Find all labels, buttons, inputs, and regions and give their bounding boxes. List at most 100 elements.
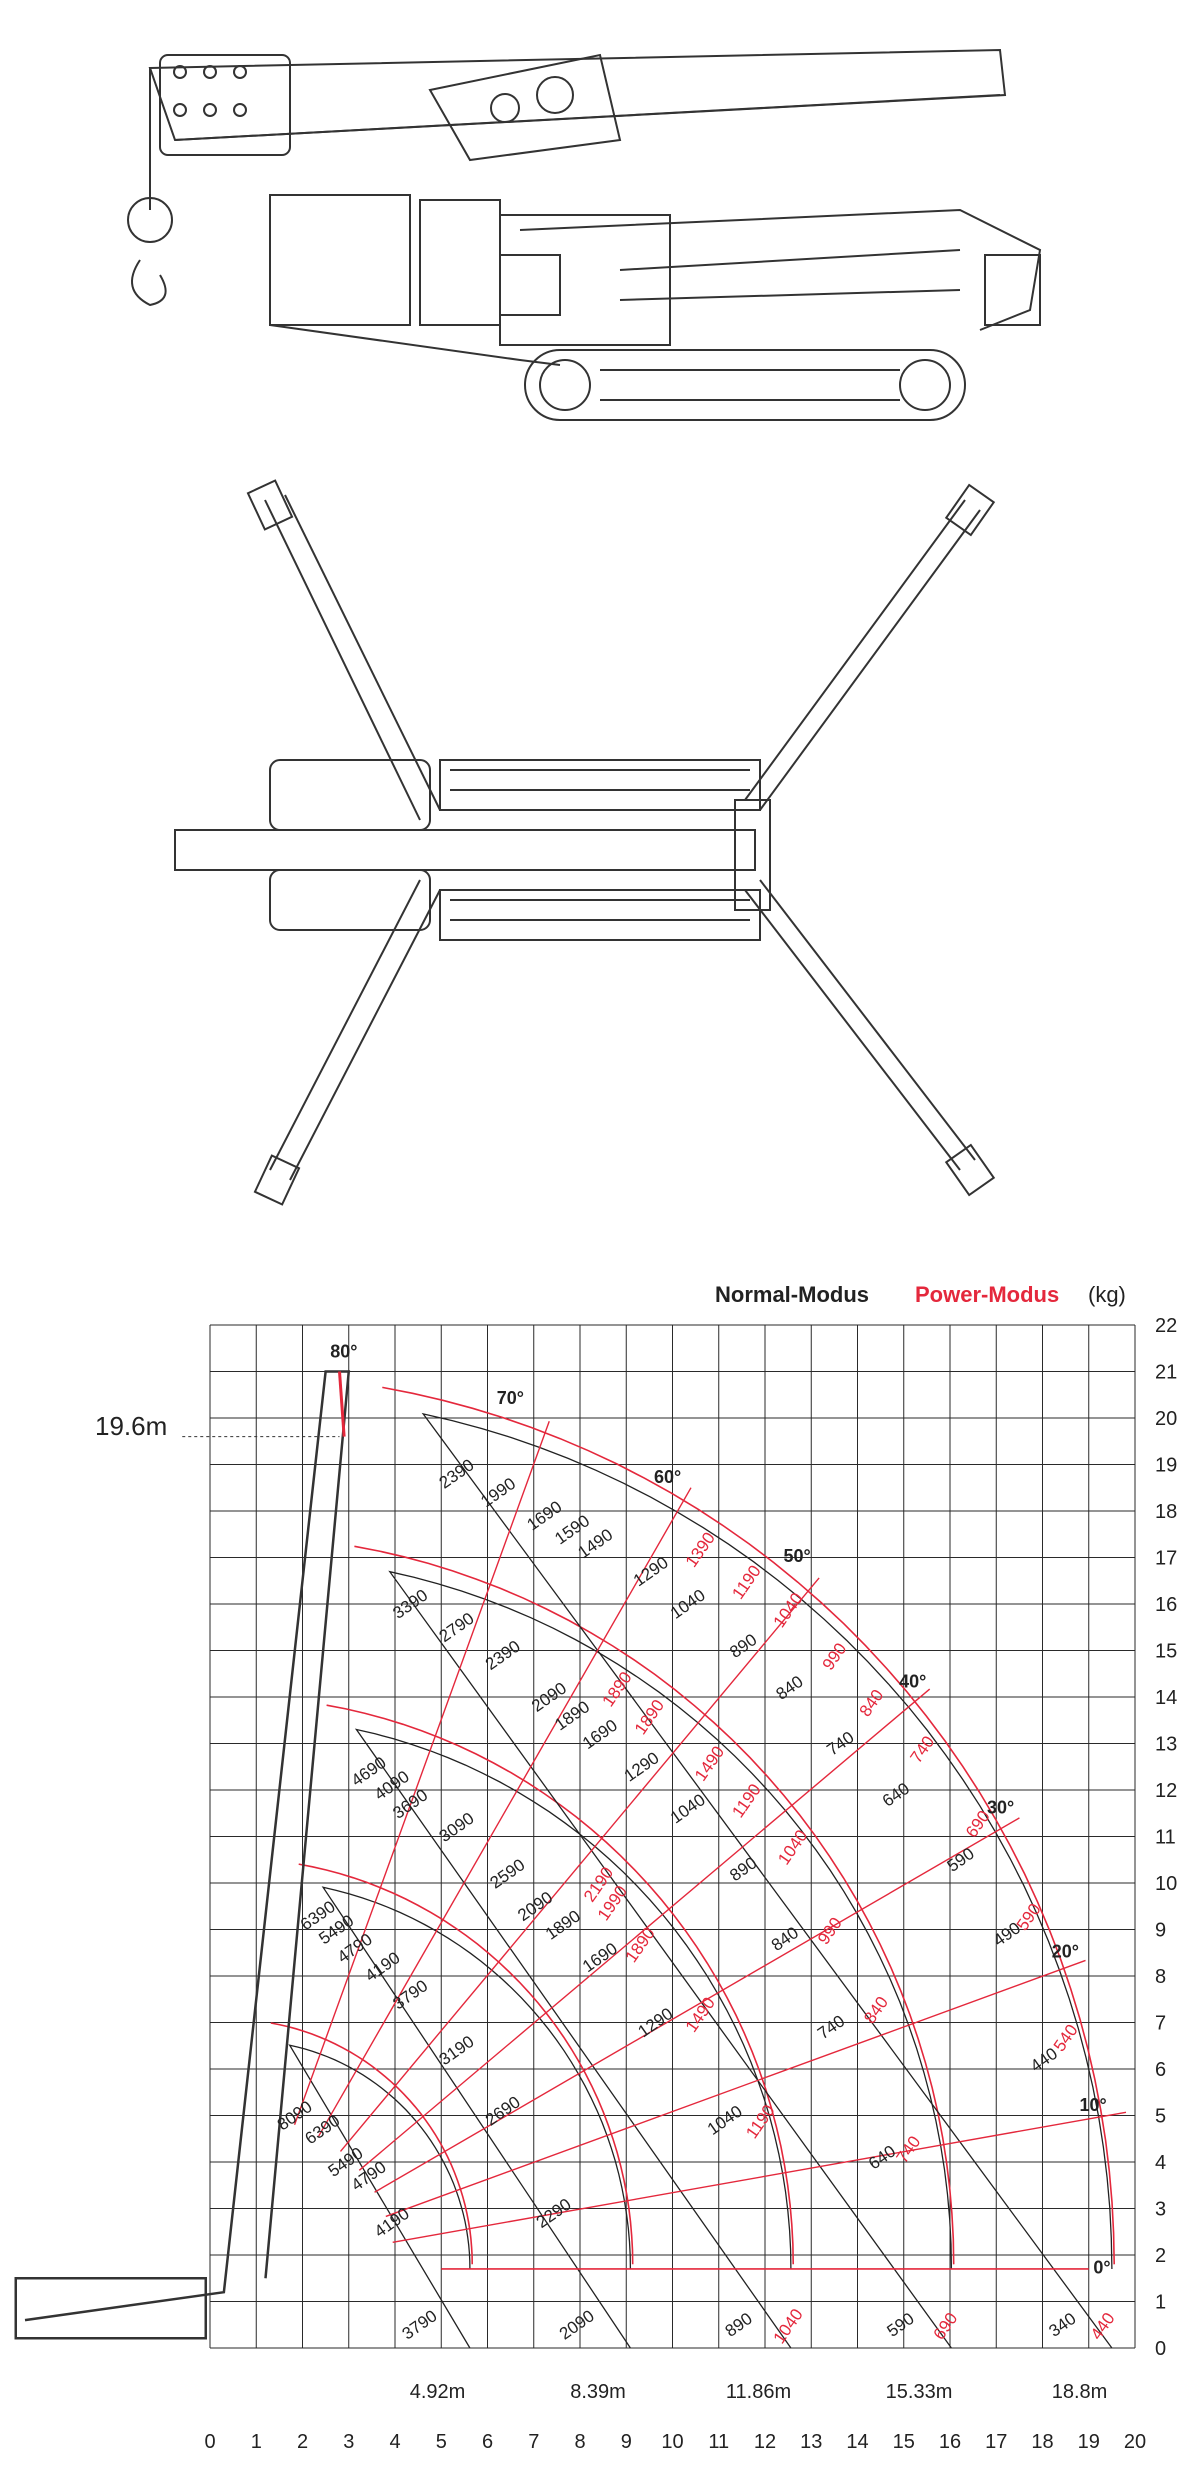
- normal-load-label: 2690: [482, 2092, 524, 2129]
- max-height-label: 19.6m: [95, 1411, 167, 1441]
- power-load-label: 1190: [742, 2101, 779, 2142]
- y-tick-label: 13: [1155, 1734, 1177, 1756]
- angle-ray: [318, 1487, 692, 2137]
- power-load-label: 1040: [770, 1589, 807, 1631]
- normal-load-label: 840: [773, 1672, 807, 1704]
- normal-load-label: 3790: [399, 2306, 441, 2343]
- normal-load-label: 890: [726, 1630, 760, 1662]
- power-load-label: 840: [856, 1686, 888, 1720]
- angle-label: 30°: [987, 1797, 1014, 1817]
- x-tick-label: 19: [1078, 2431, 1100, 2453]
- y-tick-label: 0: [1155, 2338, 1166, 2360]
- normal-arc: [288, 2044, 471, 2349]
- angle-ray: [392, 2111, 1127, 2243]
- y-tick-label: 4: [1155, 2152, 1166, 2174]
- y-tick-label: 12: [1155, 1780, 1177, 1802]
- normal-load-label: 640: [879, 1779, 913, 1811]
- y-tick-label: 8: [1155, 1966, 1166, 1988]
- power-load-label: 1040: [774, 1826, 811, 1868]
- normal-load-label: 2790: [436, 1609, 478, 1646]
- angle-ray: [339, 1577, 820, 2152]
- y-tick-label: 7: [1155, 2013, 1166, 2035]
- power-load-label: 990: [814, 1914, 846, 1948]
- power-load-label: 740: [893, 2132, 925, 2166]
- angle-ray: [374, 1817, 1020, 2193]
- power-load-label: 540: [1050, 2021, 1082, 2055]
- normal-load-label: 590: [884, 2309, 918, 2341]
- angle-label: 0°: [1093, 2258, 1110, 2278]
- normal-load-label: 740: [814, 2011, 848, 2043]
- y-tick-label: 9: [1155, 1920, 1166, 1942]
- normal-load-label: 1290: [621, 1748, 663, 1785]
- power-load-label: 1890: [598, 1668, 635, 1710]
- normal-load-label: 2390: [482, 1637, 524, 1674]
- radius-label: 15.33m: [886, 2381, 953, 2403]
- y-tick-label: 18: [1155, 1501, 1177, 1523]
- normal-load-label: 1690: [579, 1939, 621, 1976]
- normal-load-label: 1040: [704, 2102, 746, 2139]
- normal-load-label: 340: [1045, 2309, 1079, 2341]
- normal-load-label: 1040: [667, 1790, 709, 1827]
- chart-arcs: [270, 1386, 1115, 2349]
- normal-load-label: 2090: [556, 2306, 598, 2343]
- power-load-label: 1190: [728, 1562, 765, 1603]
- y-tick-label: 3: [1155, 2199, 1166, 2221]
- x-tick-label: 14: [846, 2431, 868, 2453]
- x-tick-label: 15: [893, 2431, 915, 2453]
- normal-load-label: 1040: [667, 1586, 709, 1623]
- boom-tip: [338, 1371, 346, 1437]
- chart-grid: [209, 1324, 1136, 2349]
- x-tick-label: 2: [297, 2431, 308, 2453]
- y-tick-label: 11: [1155, 1827, 1176, 1849]
- normal-load-label: 1990: [477, 1474, 519, 1511]
- top-view-drawing: [174, 479, 996, 1206]
- normal-arc: [421, 1412, 1113, 2349]
- normal-load-label: 2590: [487, 1855, 529, 1892]
- normal-load-label: 590: [944, 1844, 978, 1876]
- boom-outline: [24, 1370, 351, 2322]
- y-tick-label: 17: [1155, 1548, 1177, 1570]
- crane-drawings: [127, 48, 1042, 1206]
- radius-label: 18.8m: [1052, 2381, 1108, 2403]
- boom-drawing: [14, 1370, 351, 2340]
- x-tick-label: 1: [251, 2431, 262, 2453]
- radius-label: 8.39m: [570, 2381, 626, 2403]
- normal-load-label: 1890: [542, 1906, 584, 1943]
- x-tick-label: 17: [985, 2431, 1007, 2453]
- side-view-drawing: [127, 48, 1042, 421]
- normal-load-label: 2390: [436, 1455, 478, 1492]
- x-tick-label: 10: [661, 2431, 683, 2453]
- angle-ray: [293, 1421, 550, 2125]
- y-tick-label: 1: [1155, 2292, 1166, 2314]
- power-load-label: 690: [930, 2309, 962, 2343]
- normal-load-label: 1290: [635, 2004, 677, 2041]
- angle-label: 20°: [1052, 1941, 1079, 1961]
- power-load-label: 840: [860, 1993, 892, 2027]
- x-tick-label: 12: [754, 2431, 776, 2453]
- y-tick-label: 16: [1155, 1594, 1177, 1616]
- normal-load-label: 2090: [514, 1888, 556, 1925]
- y-tick-label: 2: [1155, 2245, 1166, 2267]
- normal-load-label: 3090: [436, 1809, 478, 1846]
- legend-normal: Normal-Modus: [715, 1282, 869, 1307]
- radius-label: 11.86m: [726, 2381, 791, 2403]
- angle-ray: [358, 1688, 931, 2171]
- y-tick-label: 19: [1155, 1455, 1177, 1477]
- chart-angle-rays: [293, 1421, 1127, 2243]
- x-tick-label: 5: [436, 2431, 447, 2453]
- legend-unit: (kg): [1088, 1282, 1126, 1307]
- power-load-label: 440: [1087, 2309, 1119, 2343]
- x-tick-label: 6: [482, 2431, 493, 2453]
- power-load-label: 1490: [691, 1743, 728, 1785]
- angle-label: 80°: [330, 1342, 357, 1362]
- normal-load-label: 3790: [389, 1976, 431, 2013]
- angle-label: 40°: [899, 1672, 926, 1692]
- power-load-label: 1190: [728, 1780, 765, 1821]
- normal-load-label: 3390: [389, 1586, 431, 1623]
- x-tick-label: 0: [204, 2431, 215, 2453]
- angle-label: 70°: [497, 1388, 524, 1408]
- power-load-label: 1490: [682, 1994, 719, 2036]
